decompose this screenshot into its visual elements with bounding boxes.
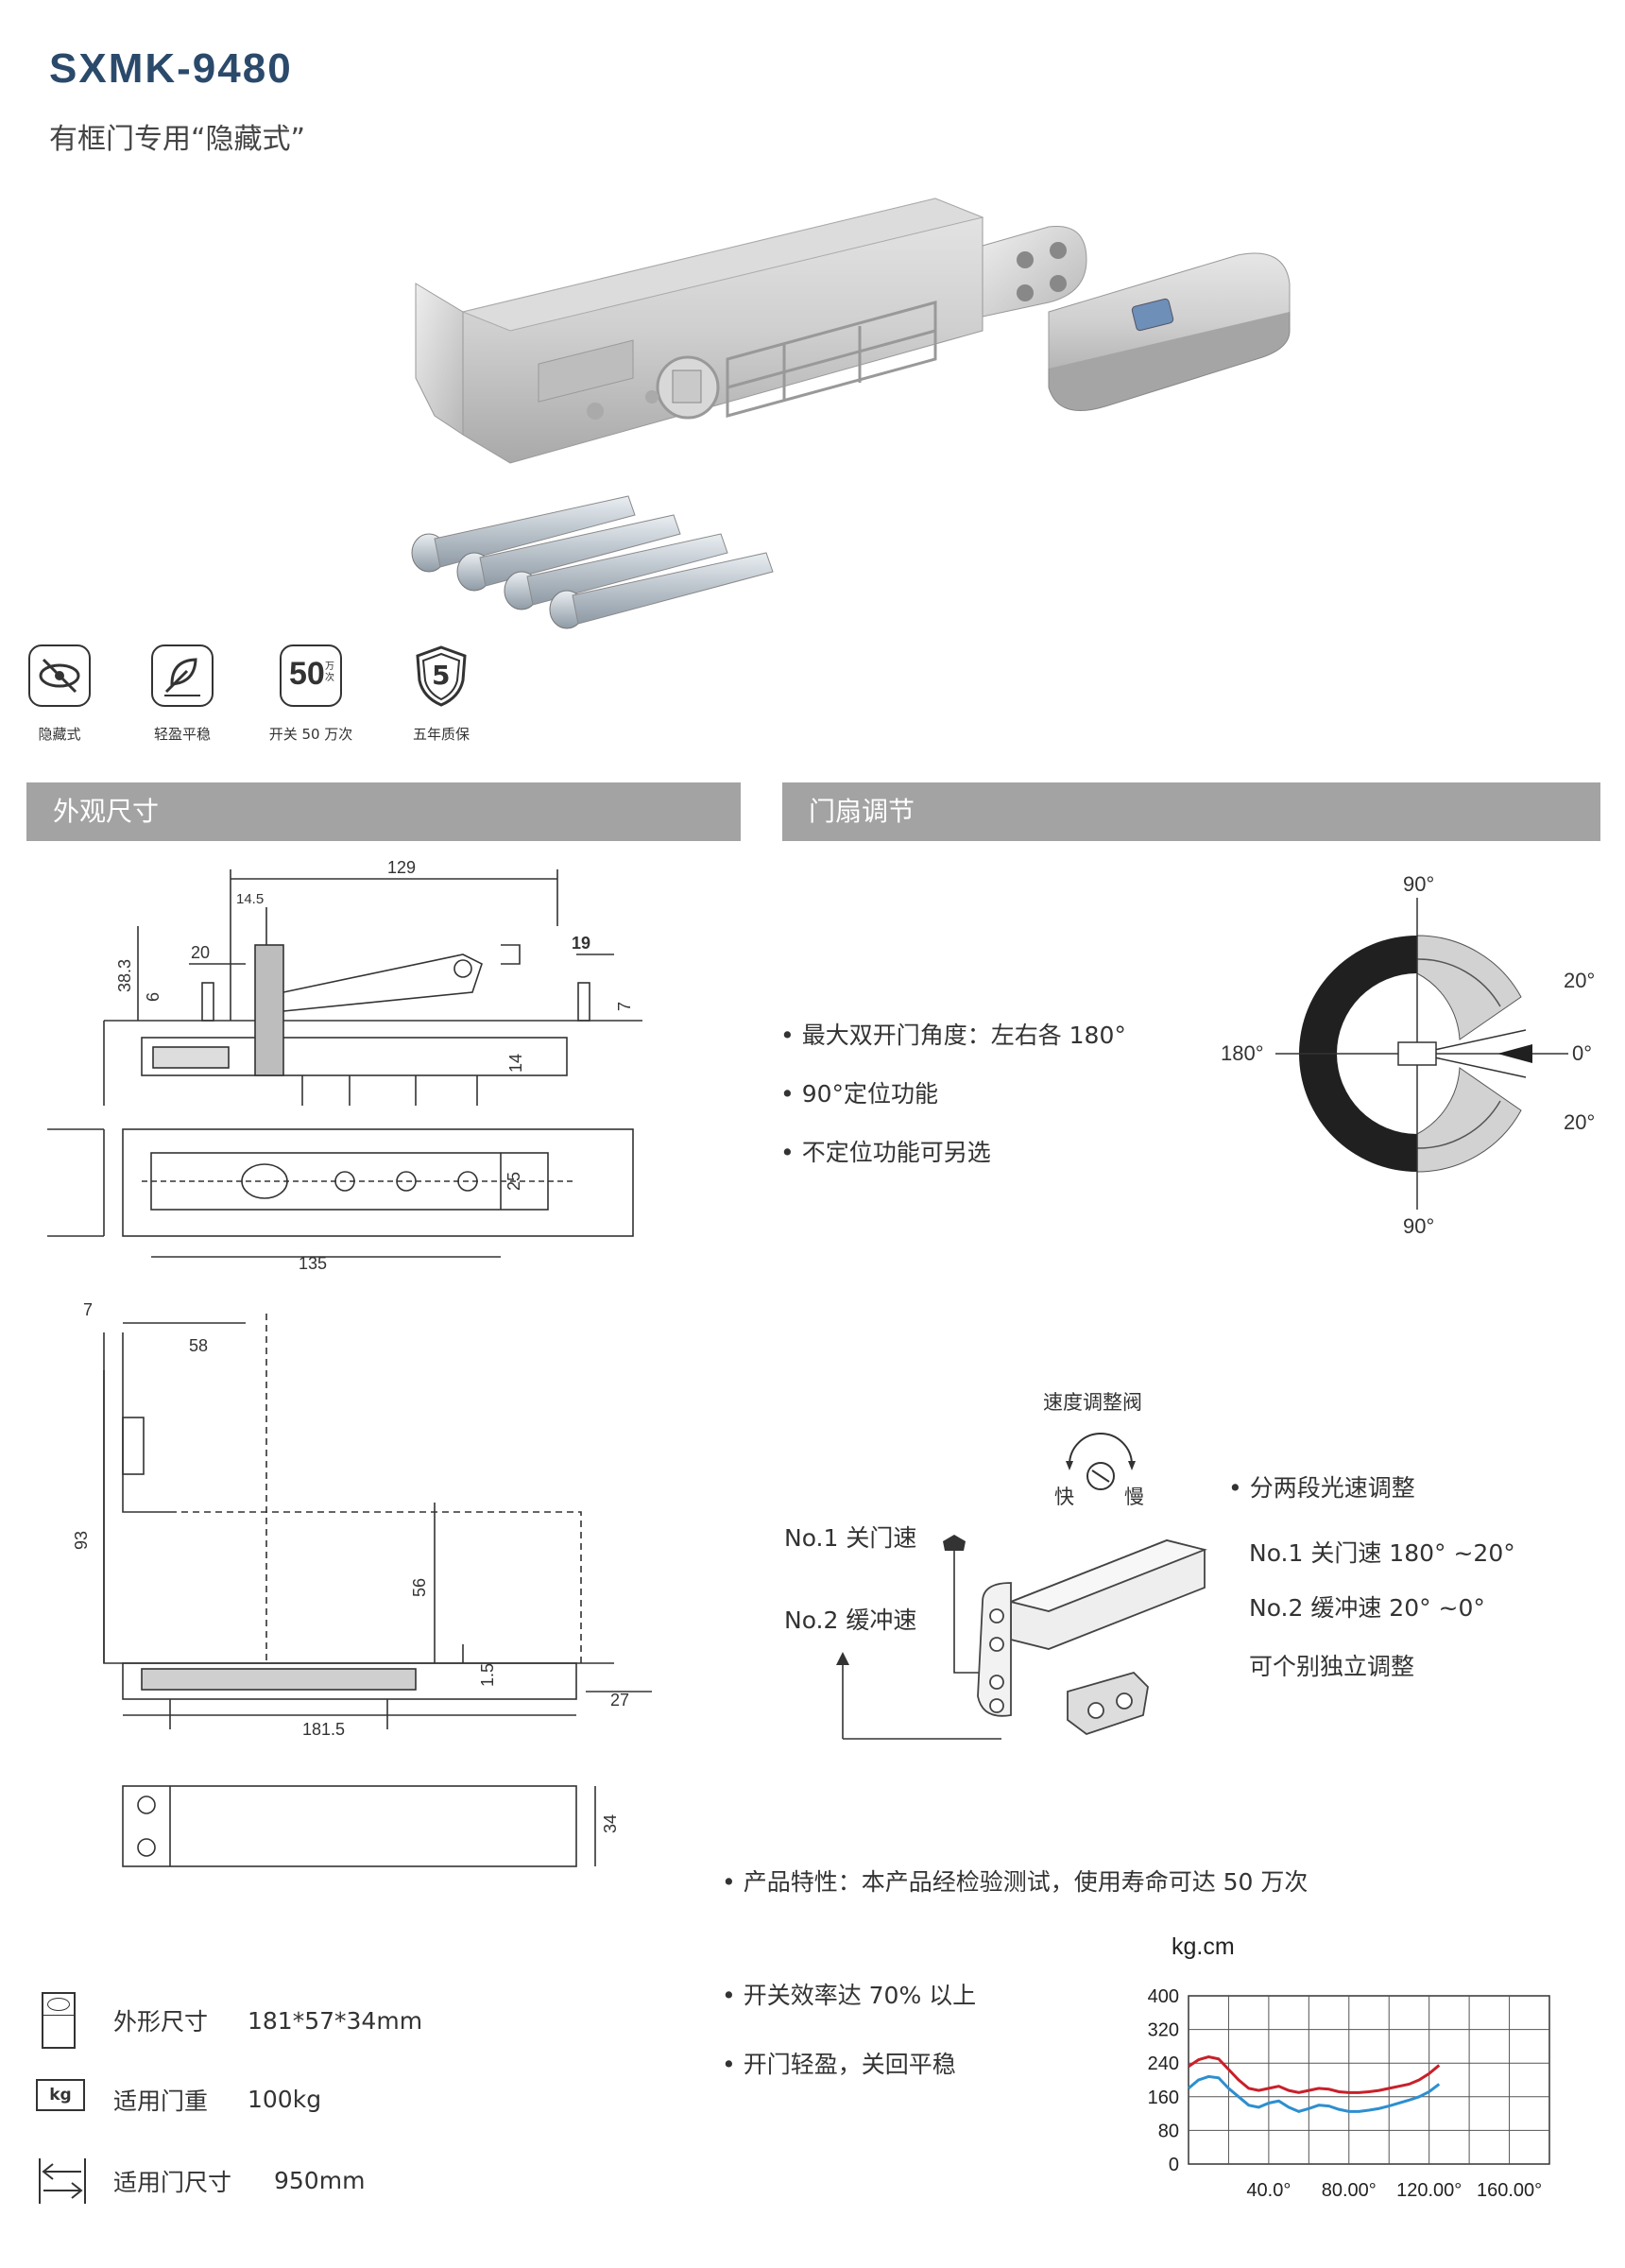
- angle-90-top: 90°: [1403, 872, 1434, 896]
- torque-chart: kg.cm 400 320 240 160 80 0 40.0° 80.00° 120.00°…: [1148, 1933, 1550, 2201]
- dim-56: 56: [410, 1578, 429, 1597]
- dim-58: 58: [189, 1336, 208, 1355]
- dim-20: 20: [191, 943, 210, 962]
- spec-size-label: 外形尺寸: [113, 2008, 209, 2036]
- hidden-eye-icon: [28, 644, 91, 707]
- chart-series-line-2: [1188, 2074, 1441, 2113]
- badge-50-side: 万次: [325, 662, 334, 683]
- dim-27: 27: [610, 1691, 629, 1710]
- speed-no1-detail: No.1 关门速 180° ~20°: [1249, 1539, 1515, 1567]
- chart-grid: [1188, 1995, 1550, 2165]
- dim-93: 93: [72, 1531, 91, 1550]
- angle-bullet-1: • 最大双开门角度：左右各 180°: [780, 1022, 1126, 1049]
- dim-34: 34: [601, 1814, 620, 1833]
- angle-bullet-3: • 不定位功能可另选: [780, 1139, 991, 1166]
- chart-y-tick-label: 160: [1148, 2088, 1179, 2108]
- characteristic-3: • 开门轻盈，关回平稳: [722, 2051, 956, 2078]
- angle-bullet-2: • 90°定位功能: [780, 1080, 939, 1108]
- dim-181-5: 181.5: [302, 1720, 345, 1739]
- chart-x-tick-label: 80.00°: [1322, 2180, 1377, 2201]
- speed-bullet: • 分两段光速调整: [1228, 1474, 1415, 1502]
- speed-independent: 可个别独立调整: [1249, 1653, 1415, 1680]
- speed-bullet-text: 分两段光速调整: [1249, 1474, 1415, 1502]
- valve-adjust-icon: [1066, 1433, 1136, 1490]
- dim-129: 129: [387, 858, 416, 877]
- dim-14-5: 14.5: [236, 891, 264, 907]
- chart-y-tick-label: 320: [1148, 2020, 1179, 2041]
- speed-no2-detail: No.2 缓冲速 20° ~0°: [1249, 1594, 1485, 1622]
- shield-5-icon: 5: [408, 643, 474, 709]
- valve-label: 速度调整阀: [1043, 1391, 1142, 1414]
- section-bar-adjustment: 门扇调节: [782, 782, 1600, 841]
- valve-slow-label: 慢: [1124, 1486, 1144, 1508]
- chart-y-tick-label: 240: [1148, 2053, 1179, 2074]
- model-title: SXMK-9480: [49, 45, 293, 92]
- spec-door-size-value: 950mm: [274, 2167, 366, 2194]
- dim-38-3: 38.3: [115, 959, 134, 992]
- angle-bullet-2-text: 90°定位功能: [801, 1080, 939, 1108]
- dim-7b: 7: [83, 1300, 93, 1319]
- feature-label-smooth: 轻盈平稳: [153, 726, 211, 743]
- closer-illustration: [836, 1535, 1207, 1740]
- chart-y-tick-label: 400: [1148, 1986, 1179, 2007]
- feature-label-hidden: 隐藏式: [38, 726, 81, 743]
- angle-20-bottom: 20°: [1564, 1110, 1595, 1134]
- spec-weight-label: 适用门重: [113, 2088, 209, 2115]
- chart-x-tick-label: 160.00°: [1477, 2180, 1542, 2201]
- valve-fast-label: 快: [1054, 1486, 1074, 1508]
- dim-14: 14: [506, 1054, 525, 1073]
- chart-y-ticks: 400 320 240 160 80 0: [1148, 1986, 1179, 2175]
- angle-bullet-3-text: 不定位功能可另选: [801, 1139, 991, 1166]
- angle-0: 0°: [1572, 1041, 1592, 1065]
- spec-size-value: 181*57*34mm: [248, 2007, 423, 2035]
- feather-icon: [151, 644, 214, 707]
- door-width-arrows-icon: [39, 2158, 86, 2204]
- dim-25: 25: [505, 1172, 523, 1191]
- chart-x-ticks: 40.0° 80.00° 120.00° 160.00°: [1246, 2180, 1542, 2201]
- spec-weight-value: 100kg: [248, 2086, 322, 2113]
- feature-label-warranty: 五年质保: [412, 726, 470, 743]
- chart-y-tick-label: 80: [1158, 2121, 1179, 2141]
- characteristic-1: • 产品特性：本产品经检验测试，使用寿命可达 50 万次: [722, 1868, 1309, 1896]
- product-photo: [411, 198, 1291, 629]
- dim-7a: 7: [615, 1002, 634, 1011]
- chart-x-tick-label: 120.00°: [1396, 2180, 1462, 2201]
- spec-door-size-label: 适用门尺寸: [113, 2169, 232, 2196]
- section-bar-dimensions: 外观尺寸: [26, 782, 741, 841]
- chart-x-tick-label: 40.0°: [1246, 2180, 1291, 2201]
- door-angle-diagram: 90° 180° 20° 0° 20° 90°: [1221, 872, 1595, 1238]
- angle-90-bottom: 90°: [1403, 1214, 1434, 1238]
- angle-180: 180°: [1221, 1041, 1264, 1065]
- chart-series-line-1: [1188, 2054, 1441, 2094]
- technical-drawing: 129 14.5 20 19 38.3 6 7 14 25 135 7 58 9…: [47, 858, 652, 1867]
- chart-frame: [1188, 1995, 1550, 2165]
- weight-kg-icon: kg: [36, 2079, 85, 2111]
- chart-ylabel: kg.cm: [1172, 1933, 1235, 1960]
- model-subtitle: 有框门专用“隐藏式”: [49, 123, 306, 156]
- dim-6: 6: [144, 992, 162, 1002]
- dim-1-5: 1.5: [478, 1663, 497, 1687]
- characteristic-2: • 开关效率达 70% 以上: [722, 1982, 977, 2009]
- fifty-thousand-cycles-icon: 50 万次: [280, 644, 342, 707]
- characteristic-3-text: 开门轻盈，关回平稳: [743, 2051, 956, 2078]
- angle-20-top: 20°: [1564, 969, 1595, 992]
- badge-50: 50: [289, 656, 325, 692]
- chart-y-tick-label: 0: [1169, 2155, 1179, 2175]
- size-box-icon: [42, 1992, 76, 2049]
- angle-bullet-1-text: 最大双开门角度：左右各 180°: [801, 1022, 1126, 1049]
- no1-callout: No.1 关门速: [784, 1524, 917, 1552]
- feature-label-cycles: 开关 50 万次: [268, 726, 353, 743]
- characteristic-1-text: 产品特性：本产品经检验测试，使用寿命可达 50 万次: [743, 1868, 1309, 1896]
- dim-135: 135: [299, 1254, 327, 1273]
- dim-19: 19: [572, 934, 590, 953]
- no2-callout: No.2 缓冲速: [784, 1606, 917, 1634]
- characteristic-2-text: 开关效率达 70% 以上: [743, 1982, 977, 2009]
- chart-series: [1188, 2054, 1441, 2113]
- shield-badge-5: 5: [432, 660, 451, 691]
